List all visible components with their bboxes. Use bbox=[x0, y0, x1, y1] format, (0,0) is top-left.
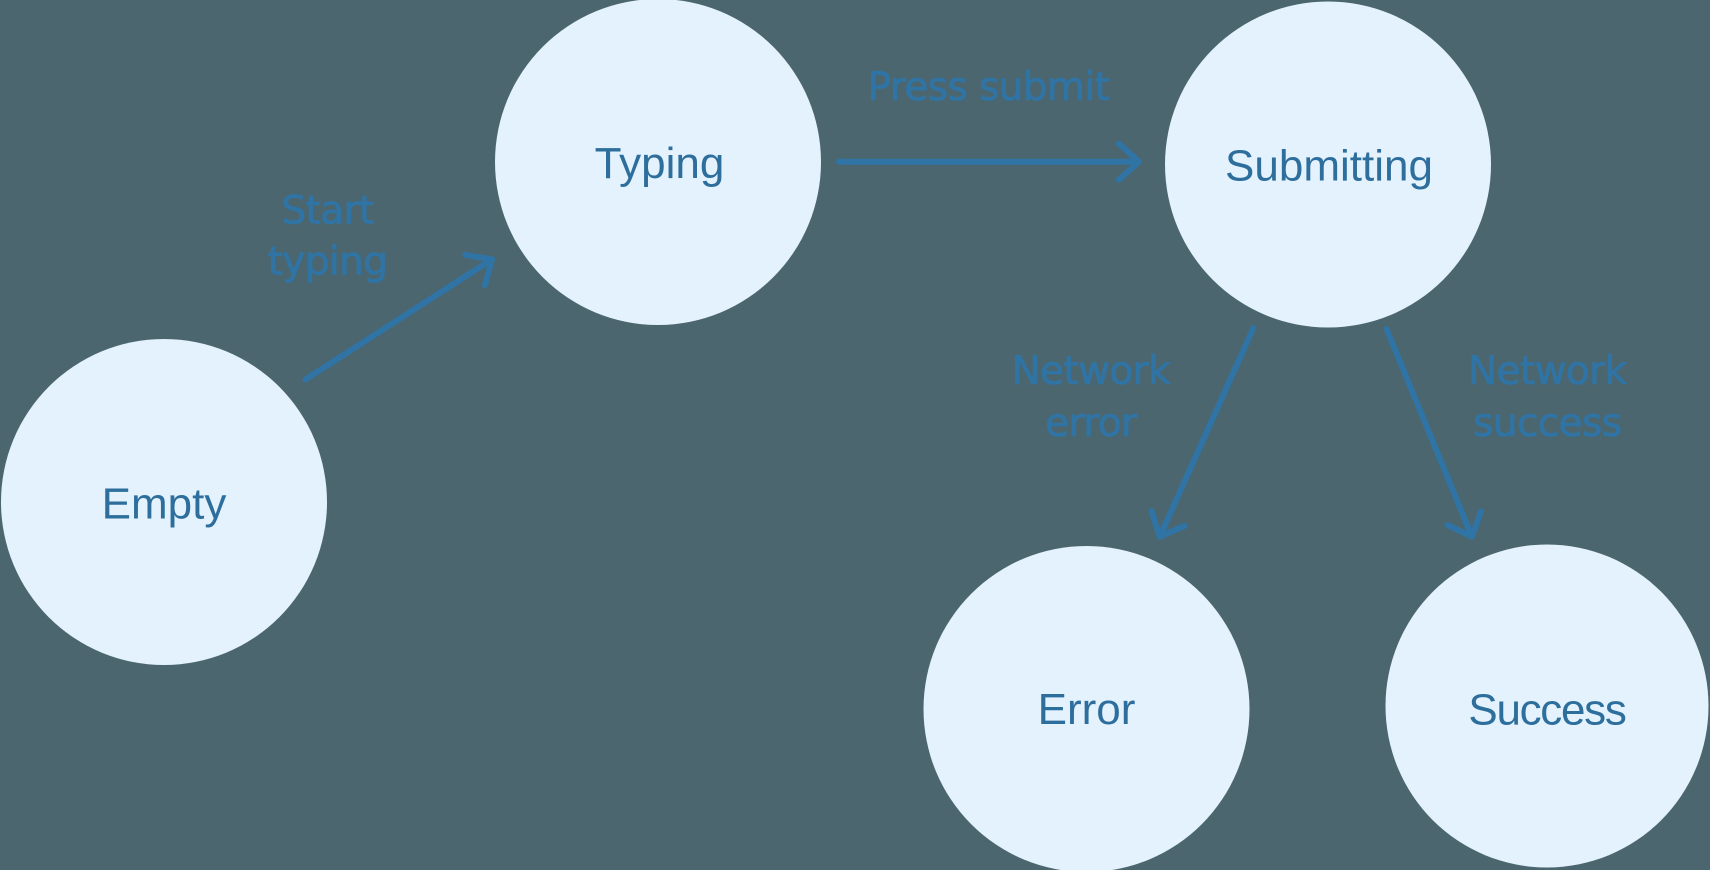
node-submitting: Submitting bbox=[1165, 1, 1491, 328]
edge-network-error-arrowhead bbox=[1148, 508, 1188, 540]
edge-network-error: Network error bbox=[1011, 325, 1257, 540]
node-typing: Typing bbox=[495, 0, 821, 325]
node-empty-circle bbox=[1, 339, 327, 665]
edge-start-typing-shaft bbox=[302, 256, 495, 383]
edge-network-error-label-line1: Network bbox=[1011, 349, 1171, 394]
node-typing-circle bbox=[495, 0, 821, 325]
edge-network-error-shaft bbox=[1156, 325, 1257, 540]
node-success-label: Success bbox=[1468, 686, 1625, 735]
node-success: Success bbox=[1385, 544, 1709, 868]
edge-press-submit: Press submit bbox=[836, 65, 1142, 183]
edge-network-success: Network success bbox=[1383, 326, 1629, 540]
edge-start-typing: Start typing bbox=[267, 188, 495, 383]
edge-start-typing-arrowhead bbox=[462, 252, 495, 289]
edge-start-typing-label-line1: Start bbox=[281, 188, 374, 233]
edge-network-error-label-line2: error bbox=[1045, 401, 1138, 446]
node-empty: Empty bbox=[1, 339, 327, 665]
node-empty-label: Empty bbox=[102, 480, 227, 529]
node-error-circle bbox=[923, 546, 1250, 870]
edge-network-success-label-line1: Network bbox=[1468, 349, 1628, 394]
node-submitting-circle bbox=[1165, 1, 1491, 328]
edge-network-success-label-line2: success bbox=[1473, 401, 1621, 446]
node-submitting-label: Submitting bbox=[1225, 142, 1433, 191]
edge-start-typing-label-line2: typing bbox=[268, 240, 388, 285]
edge-press-submit-label: Press submit bbox=[868, 65, 1110, 110]
edge-network-success-shaft bbox=[1383, 326, 1475, 540]
node-error-label: Error bbox=[1038, 685, 1136, 734]
node-error: Error bbox=[923, 546, 1250, 870]
edge-network-success-arrowhead bbox=[1444, 508, 1484, 540]
edge-press-submit-arrowhead bbox=[1115, 140, 1142, 183]
node-typing-label: Typing bbox=[595, 139, 725, 188]
node-success-circle bbox=[1385, 544, 1709, 868]
